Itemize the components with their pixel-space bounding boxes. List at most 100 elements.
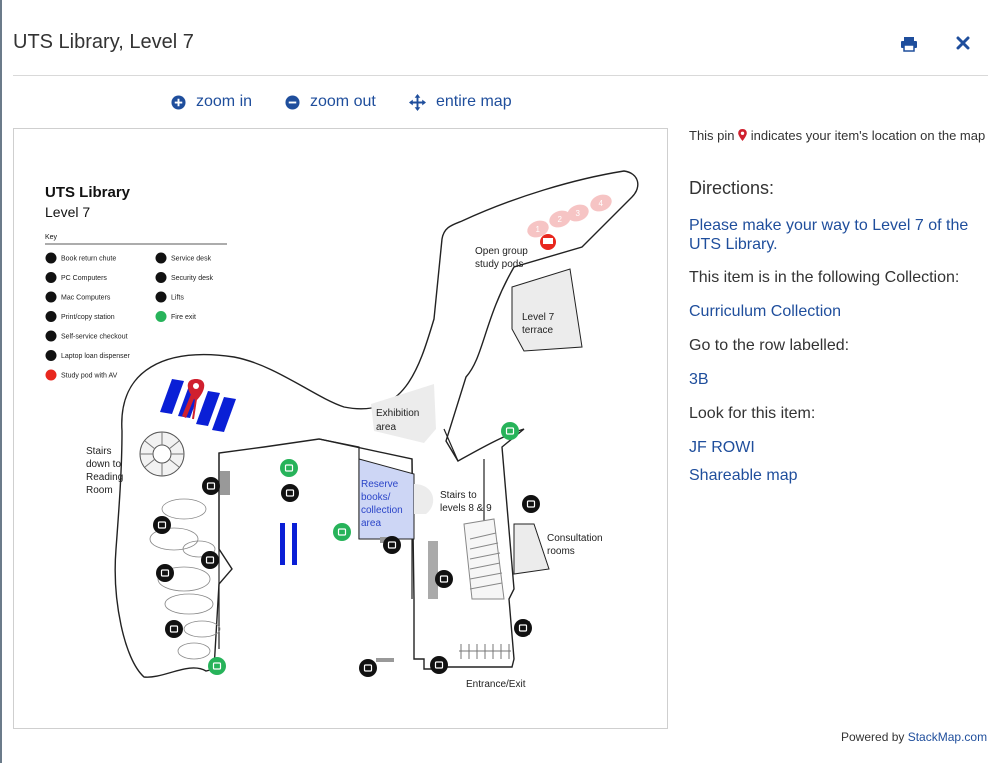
stackmap-link[interactable]: StackMap.com xyxy=(907,730,988,744)
label-stairs-up-2: levels 8 & 9 xyxy=(440,503,492,514)
seating-area xyxy=(149,498,221,660)
spiral-stairs xyxy=(139,431,185,477)
pc-icon-glyph xyxy=(160,569,170,577)
zoom-out-button[interactable]: zoom out xyxy=(285,93,376,111)
zoom-in-button[interactable]: zoom in xyxy=(171,93,252,111)
pin-explanation: This pin indicates your item's location … xyxy=(689,128,989,144)
label-stairs-up-1: Stairs to xyxy=(440,490,477,501)
print-icon[interactable] xyxy=(900,36,918,52)
checkout-icon xyxy=(383,536,401,554)
return-chute-icon-glyph xyxy=(363,664,373,672)
label-consult-2: rooms xyxy=(547,546,575,557)
key-label-pc: PC Computers xyxy=(61,275,107,282)
label-exhibition-1: Exhibition xyxy=(376,408,419,419)
key-title: Key xyxy=(45,234,58,241)
shelf-a xyxy=(280,523,285,565)
key-label-print: Print/copy station xyxy=(61,314,115,321)
study-pod-3 xyxy=(567,204,589,222)
key-label-lift: Lifts xyxy=(171,295,184,302)
window-edge xyxy=(0,0,2,763)
collection-link[interactable]: Curriculum Collection xyxy=(689,303,842,320)
label-terrace-2: terrace xyxy=(522,325,554,336)
study-pod-number: 2 xyxy=(558,215,563,224)
key-label-security: Security desk xyxy=(171,275,214,282)
directions-heading: Directions: xyxy=(689,178,775,198)
study-pod-1 xyxy=(527,220,549,238)
map-icons xyxy=(153,422,540,677)
location-pin xyxy=(187,379,205,420)
entire-map-label: entire map xyxy=(436,93,512,110)
label-open-group: Open group xyxy=(475,246,528,257)
laptop-icon-glyph xyxy=(526,500,536,508)
pc-icon xyxy=(153,516,171,534)
lift-icon xyxy=(281,484,299,502)
chute-block xyxy=(376,658,394,662)
exhibition-area xyxy=(371,384,436,443)
key-label-laptop: Laptop loan dispenser xyxy=(61,353,131,360)
key-pod-av-icon xyxy=(45,369,57,381)
fire-exit-icon-glyph xyxy=(337,528,347,536)
minus-circle-icon xyxy=(285,94,300,110)
floor-map[interactable]: UTS Library Level 7 Key Book return chut… xyxy=(13,128,668,729)
pc-icon xyxy=(201,551,219,569)
terrace-area xyxy=(511,268,583,352)
label-reserve-3: collection xyxy=(361,505,403,516)
consultation-rooms xyxy=(513,523,550,575)
print-icon xyxy=(202,477,220,495)
dialog-title: UTS Library, Level 7 xyxy=(13,31,194,53)
key-security-icon xyxy=(155,272,167,283)
fire-exit-icon xyxy=(280,459,298,477)
pin-icon xyxy=(738,129,747,141)
label-study-pods: study pods xyxy=(475,259,523,270)
fire-exit-icon-glyph xyxy=(505,427,515,435)
key-service-desk-icon xyxy=(155,252,167,264)
service-block xyxy=(220,471,230,495)
study-pod-2 xyxy=(549,210,571,228)
study-pod-number: 3 xyxy=(576,209,581,218)
print-icon-glyph xyxy=(206,482,216,490)
label-stairs-down-1: Stairs xyxy=(86,446,112,457)
key-label-pod-av: Study pod with AV xyxy=(61,373,118,380)
mac-icon xyxy=(165,620,183,638)
study-pod-4 xyxy=(590,194,612,212)
fire-exit-icon-glyph xyxy=(212,662,222,670)
label-stairs-down-2: down to xyxy=(86,459,121,470)
service-desk-icon xyxy=(435,570,453,588)
powered-by: Powered by StackMap.com xyxy=(841,730,987,744)
key-label-service-desk: Service desk xyxy=(171,256,212,263)
entrance-gates xyxy=(459,644,511,659)
shareable-map-link[interactable]: Shareable map xyxy=(689,467,798,484)
service-desk-icon-glyph xyxy=(439,575,449,583)
pc-icon xyxy=(156,564,174,582)
key-pc-icon xyxy=(45,272,57,283)
key-label-fire-exit: Fire exit xyxy=(171,314,196,321)
label-entrance: Entrance/Exit xyxy=(466,679,526,690)
key-mac-icon xyxy=(45,291,57,303)
mac-icon-glyph xyxy=(169,625,179,633)
item-link[interactable]: JF ROWI xyxy=(689,439,755,456)
entire-map-button[interactable]: entire map xyxy=(409,93,512,111)
label-reserve-4: area xyxy=(361,518,381,529)
label-consult-1: Consultation xyxy=(547,533,603,544)
label-exhibition-2: area xyxy=(376,422,396,433)
label-reserve-1: Reserve xyxy=(361,479,399,490)
header-divider xyxy=(13,75,988,76)
lift-icon-glyph xyxy=(285,489,295,497)
fire-exit-icon xyxy=(501,422,519,440)
directions-link[interactable]: Please make your way to Level 7 of the U… xyxy=(689,217,969,253)
key-return-chute-icon xyxy=(45,252,57,264)
zoom-in-label: zoom in xyxy=(196,93,253,110)
row-value: 3B xyxy=(689,371,709,388)
fire-exit-icon xyxy=(208,657,226,675)
key-label-checkout: Self-service checkout xyxy=(61,334,128,341)
close-icon[interactable] xyxy=(956,36,974,52)
key-lift-icon xyxy=(155,291,167,303)
laptop-icon xyxy=(522,495,540,513)
security-icon-glyph xyxy=(434,661,444,669)
checkout-icon-glyph xyxy=(387,541,397,549)
key-print-icon xyxy=(45,311,57,322)
key-label-return-chute: Book return chute xyxy=(61,256,116,263)
zoom-out-label: zoom out xyxy=(310,93,376,110)
